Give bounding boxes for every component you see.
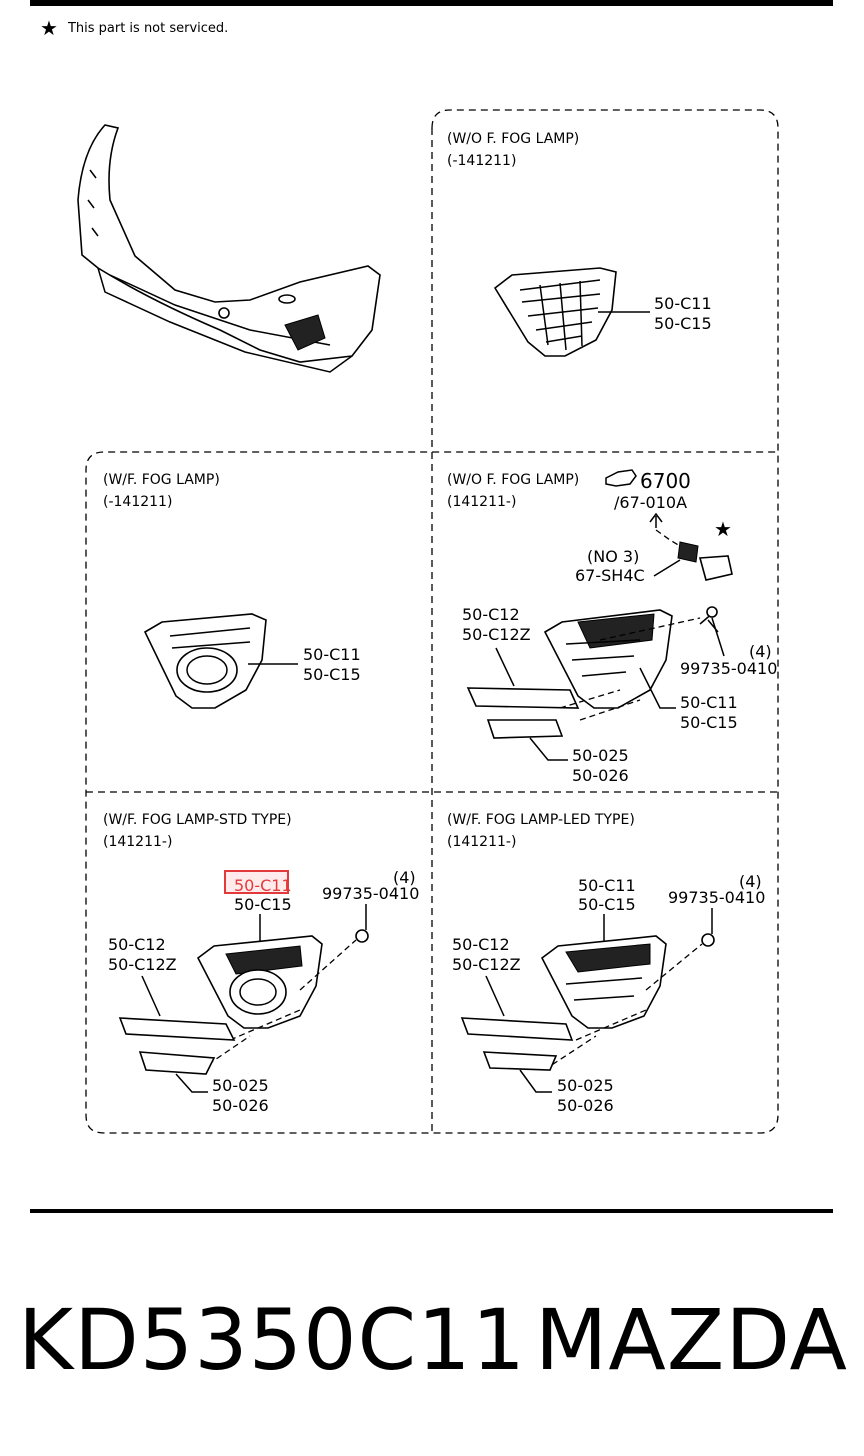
p2-label-2: 50-C15 <box>303 665 361 684</box>
part-number: KD5350C11 <box>18 1291 527 1389</box>
p3-socket <box>698 555 733 581</box>
p3-conn-label: 67-SH4C <box>575 566 645 585</box>
p3-range: (141211-) <box>447 494 516 510</box>
p5-trim-strip <box>460 1017 574 1041</box>
note-text: This part is not serviced. <box>67 20 229 36</box>
p2-range: (-141211) <box>103 494 172 510</box>
p1-label-2: 50-C15 <box>654 314 712 333</box>
p3-bottom-1: 50-025 <box>572 746 629 765</box>
reference-hand-icon <box>605 469 637 487</box>
p5-bottom-2: 50-026 <box>557 1096 614 1115</box>
p5-bottom-1: 50-025 <box>557 1076 614 1095</box>
p2-fog-bezel <box>143 613 267 709</box>
p5-bolt <box>701 933 715 947</box>
p4-bezel-1: 50-C11 <box>234 876 292 895</box>
p5-bolt-qty: (4) <box>739 872 762 891</box>
p4-bolt-qty: (4) <box>393 868 416 887</box>
p3-bottom-2: 50-026 <box>572 766 629 785</box>
p1-label-1: 50-C11 <box>654 294 712 313</box>
p4-trim-strip <box>118 1017 236 1041</box>
p1-range: (-141211) <box>447 153 516 169</box>
p4-fog-bezel-assembly <box>196 935 323 1029</box>
star-icon: ★ <box>40 16 58 40</box>
star-icon: ★ <box>714 517 732 541</box>
p3-bolt <box>706 606 718 618</box>
p3-bolt-qty: (4) <box>749 642 772 661</box>
p3-trim-2: 50-C12Z <box>462 625 531 644</box>
brand-name: MAZDA <box>534 1291 848 1389</box>
p3-bezel-assembly <box>543 609 673 709</box>
highlight-box <box>224 870 289 894</box>
p3-trim-1: 50-C12 <box>462 605 520 624</box>
p4-bolt <box>355 929 369 943</box>
p5-bezel-2: 50-C15 <box>578 895 636 914</box>
p4-bottom-1: 50-025 <box>212 1076 269 1095</box>
p5-trim-2: 50-C12Z <box>452 955 521 974</box>
p4-title: (W/F. FOG LAMP-STD TYPE) <box>103 812 292 828</box>
p4-trim-2: 50-C12Z <box>108 955 177 974</box>
p2-label-1: 50-C11 <box>303 645 361 664</box>
front-bumper <box>77 124 381 373</box>
p3-bolt-part: 99735-0410 <box>680 659 777 678</box>
p4-bolt-part: 99735-0410 <box>322 884 419 903</box>
p3-trim-strip <box>466 687 580 709</box>
p5-led-bezel-assembly <box>540 935 667 1029</box>
p3-connector <box>677 541 699 563</box>
p1-title: (W/O F. FOG LAMP) <box>447 131 579 147</box>
parts-diagram: (W/O F. FOG LAMP) (-141211) 50-C11 50-C1… <box>77 109 779 1134</box>
p3-ref-sub: /67-010A <box>614 493 687 512</box>
p3-bezel-2: 50-C15 <box>680 713 738 732</box>
p3-no-label: (NO 3) <box>587 547 639 566</box>
p4-bezel-2: 50-C15 <box>234 895 292 914</box>
p5-title: (W/F. FOG LAMP-LED TYPE) <box>447 812 635 828</box>
p4-trim-1: 50-C12 <box>108 935 166 954</box>
p4-range: (141211-) <box>103 834 172 850</box>
p3-ref-number: 6700 <box>640 469 691 493</box>
p3-bottom-grille <box>486 719 564 739</box>
panel-boxes <box>85 109 779 1134</box>
p4-bottom-2: 50-026 <box>212 1096 269 1115</box>
footer-caption: KD5350C11 MAZDA <box>18 1290 848 1390</box>
top-rule <box>30 0 833 6</box>
p5-range: (141211-) <box>447 834 516 850</box>
p2-title: (W/F. FOG LAMP) <box>103 472 220 488</box>
not-serviced-note: ★ This part is not serviced. <box>40 18 228 38</box>
p3-bezel-1: 50-C11 <box>680 693 738 712</box>
bottom-rule <box>30 1209 833 1213</box>
p3-title: (W/O F. FOG LAMP) <box>447 472 579 488</box>
p5-bolt-part: 99735-0410 <box>668 888 765 907</box>
p5-bezel-1: 50-C11 <box>578 876 636 895</box>
p1-grille-bezel <box>493 267 617 357</box>
p4-bottom-grille <box>138 1051 216 1075</box>
p5-bottom-grille <box>482 1051 558 1071</box>
p5-trim-1: 50-C12 <box>452 935 510 954</box>
